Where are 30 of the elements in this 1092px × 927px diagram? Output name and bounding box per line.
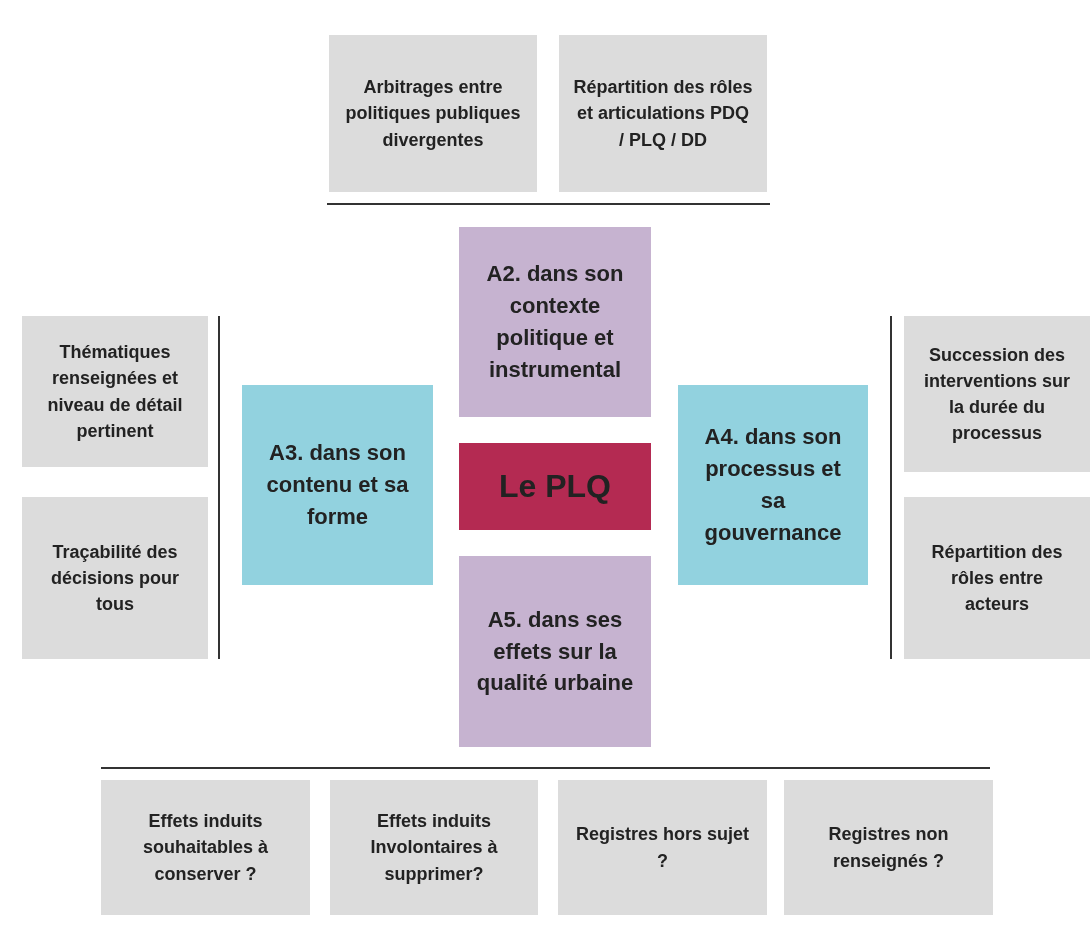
node-label: A3. dans son contenu et sa forme: [265, 439, 410, 531]
node-label: Effets induits souhaitables à conserver ?: [141, 810, 269, 886]
node-label: Traçabilité des décisions pour tous: [50, 540, 180, 617]
node-label: A5. dans ses effets sur la qualité urbaine: [475, 605, 635, 698]
topic-box: [101, 780, 310, 915]
node-label: Répartition des rôles et articulations PDQ / PLQ / DD: [573, 76, 753, 152]
node-label: Effets induits Involontaires à supprimer?: [369, 810, 499, 886]
node-label: Arbitrages entre politiques publiques divergentes: [344, 76, 522, 152]
topic-box: [559, 35, 767, 192]
topic-box: [329, 35, 537, 192]
topic-box: [904, 316, 1090, 472]
axis-box: [678, 385, 868, 585]
axis-box: [459, 556, 651, 747]
node-label: Le PLQ: [499, 467, 611, 507]
node-label: Succession des interventions sur la durée du processus: [923, 343, 1071, 446]
center-box: [459, 443, 651, 530]
topic-box: [22, 316, 208, 467]
node-label: Registres hors sujet ?: [574, 823, 751, 873]
node-label: A4. dans son processus et sa gouvernance: [703, 423, 843, 547]
axis-box: [242, 385, 433, 585]
node-label: Thématiques renseignées et niveau de détail pertinent: [46, 341, 184, 443]
node-label: Répartition des rôles entre acteurs: [930, 540, 1064, 617]
topic-box: [784, 780, 993, 915]
topic-box: [904, 497, 1090, 659]
topic-box: [330, 780, 538, 915]
axis-box: [459, 227, 651, 417]
node-label: Registres non renseignés ?: [827, 823, 950, 873]
topic-box: [558, 780, 767, 915]
topic-box: [22, 497, 208, 659]
node-label: A2. dans son contexte politique et instrumental: [485, 260, 625, 384]
